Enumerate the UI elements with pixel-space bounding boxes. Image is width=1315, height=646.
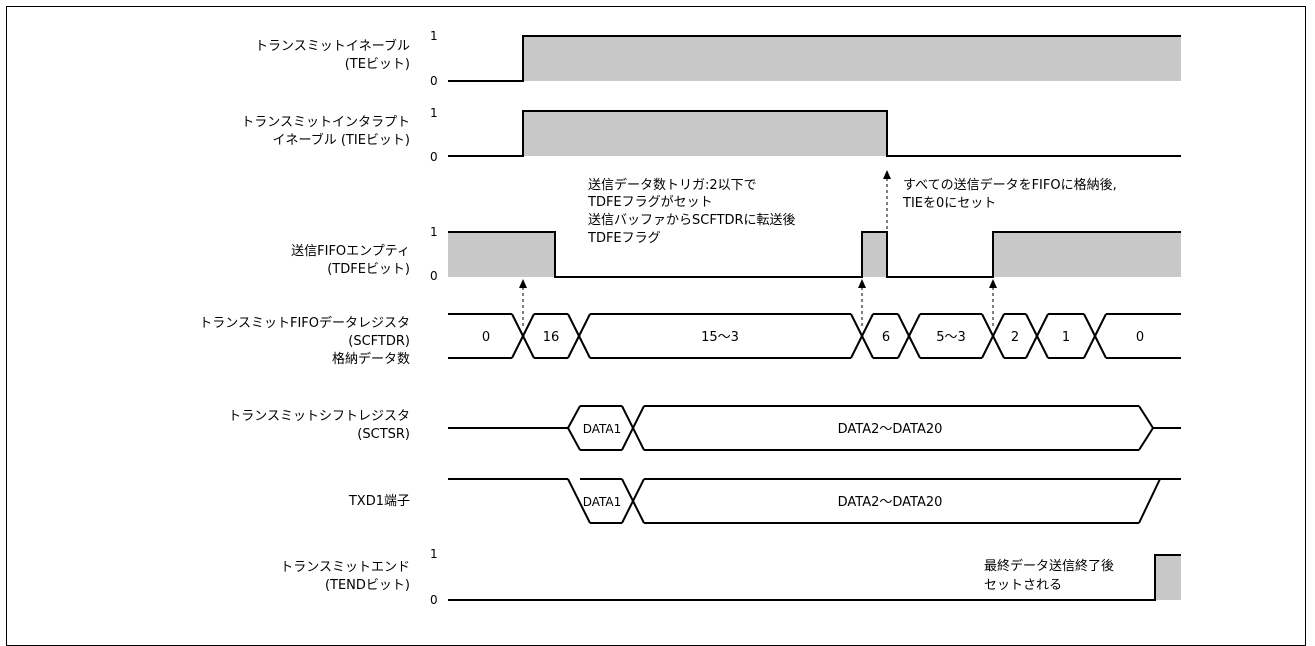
tie-level-low: 0: [430, 150, 438, 164]
scftdr-seg-1: 0: [482, 330, 490, 345]
tend-note-line1: 最終データ送信終了後: [984, 558, 1114, 574]
tend-high-fill: [1155, 555, 1181, 600]
signal-tie: トランスミットインタラプト イネーブル (TIEビット) 1 0: [241, 106, 1181, 164]
tie-clear-note-line1: すべての送信データをFIFOに格納後,: [903, 177, 1117, 193]
tie-high-fill: [523, 111, 887, 156]
tdfe-level-high: 1: [430, 225, 438, 239]
sctsr-bus: [448, 405, 1181, 451]
scftdr-seg-7: 1: [1062, 330, 1070, 345]
sctsr-label-line2: (SCTSR): [357, 427, 410, 442]
arrow-head-2: [858, 279, 866, 288]
sctsr-seg-2: DATA2〜DATA20: [838, 422, 943, 437]
scftdr-label-line2: (SCFTDR): [348, 334, 410, 349]
scftdr-label-line3: 格納データ数: [332, 351, 410, 367]
signal-scftdr: トランスミットFIFOデータレジスタ (SCFTDR) 格納データ数 0 16 …: [199, 313, 1181, 367]
sctsr-label-line1: トランスミットシフトレジスタ: [228, 409, 410, 424]
te-label-line1: トランスミットイネーブル: [255, 38, 410, 54]
txd-seg-2: DATA2〜DATA20: [838, 495, 943, 510]
tie-label-line1: トランスミットインタラプト: [241, 115, 410, 130]
arrow-head-4: [883, 170, 891, 179]
tie-level-high: 1: [430, 106, 438, 120]
timing-diagram: トランスミットイネーブル (TEビット) 1 0 トランスミットインタラプト イ…: [199, 29, 1181, 607]
tdfe-fill-3: [993, 232, 1181, 277]
trigger-note-line3: 送信バッファからSCFTDRに転送後: [588, 213, 796, 228]
tdfe-label-line2: (TDFEビット): [327, 262, 410, 277]
signal-sctsr: トランスミットシフトレジスタ (SCTSR) DATA1 DATA2〜DATA2…: [228, 405, 1181, 451]
annotation-tie-clear: すべての送信データをFIFOに格納後, TIEを0にセット: [902, 177, 1117, 211]
txd-bus: [448, 478, 1181, 524]
sctsr-seg-1: DATA1: [583, 422, 622, 436]
scftdr-seg-2: 16: [543, 330, 560, 345]
tend-level-high: 1: [430, 547, 438, 561]
signal-tdfe: 送信FIFOエンプティ (TDFEビット) 1 0: [291, 225, 1181, 283]
scftdr-seg-6: 2: [1011, 330, 1019, 345]
te-high-fill: [523, 36, 1181, 81]
tie-waveform: [448, 110, 1181, 157]
te-waveform: [448, 35, 1181, 82]
causal-arrows: [519, 170, 997, 326]
te-label-line2: (TEビット): [345, 57, 410, 72]
te-level-high: 1: [430, 29, 438, 43]
signal-te: トランスミットイネーブル (TEビット) 1 0: [255, 29, 1181, 88]
arrow-head-1: [519, 279, 527, 288]
scftdr-seg-4: 6: [882, 330, 890, 345]
scftdr-seg-5: 5〜3: [936, 330, 966, 345]
tdfe-fill-2: [862, 232, 887, 277]
scftdr-bus: [448, 313, 1181, 359]
te-level-low: 0: [430, 74, 438, 88]
signal-tend: トランスミットエンド (TENDビット) 1 0 最終データ送信終了後 セットさ…: [280, 547, 1181, 607]
tend-waveform: [448, 554, 1181, 601]
tend-label-line1: トランスミットエンド: [280, 560, 410, 575]
signal-txd1: TXD1端子 DATA1 DATA2〜DATA20: [348, 478, 1181, 524]
tdfe-fill-1: [448, 232, 555, 277]
scftdr-seg-3: 15〜3: [701, 330, 739, 345]
txd-label-line1: TXD1端子: [348, 494, 410, 509]
arrow-head-3: [989, 279, 997, 288]
scftdr-seg-8: 0: [1136, 330, 1144, 345]
tdfe-label-line1: 送信FIFOエンプティ: [291, 244, 410, 259]
trigger-note-line4: TDFEフラグ: [587, 231, 661, 246]
trigger-note-line1: 送信データ数トリガ:2以下で: [588, 177, 757, 193]
trigger-note-line2: TDFEフラグがセット: [587, 195, 713, 210]
tdfe-level-low: 0: [430, 269, 438, 283]
tie-label-line2: イネーブル (TIEビット): [273, 132, 411, 148]
txd-seg-1: DATA1: [583, 495, 622, 509]
tend-label-line2: (TENDビット): [325, 578, 410, 593]
tie-clear-note-line2: TIEを0にセット: [902, 196, 996, 211]
tend-level-low: 0: [430, 593, 438, 607]
tdfe-waveform: [448, 231, 1181, 278]
tend-note-line2: セットされる: [984, 578, 1062, 593]
annotation-trigger: 送信データ数トリガ:2以下で TDFEフラグがセット 送信バッファからSCFTD…: [587, 177, 796, 246]
scftdr-label-line1: トランスミットFIFOデータレジスタ: [199, 315, 410, 331]
